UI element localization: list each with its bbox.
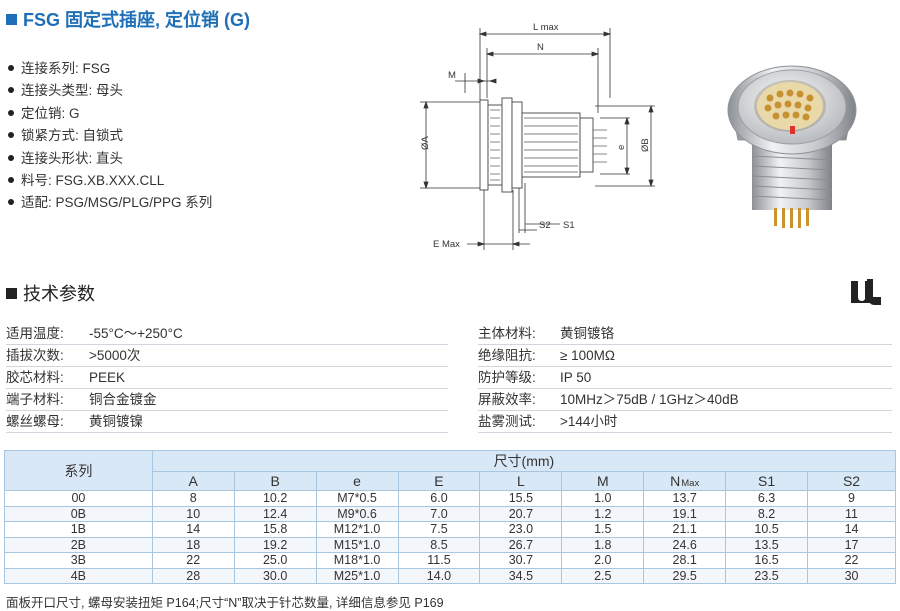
param-row: 盐雾测试:>144小时: [478, 411, 892, 433]
column-header: M: [561, 471, 645, 491]
technical-drawing: L max N M ØA ØB e S2 S1 E Max: [420, 22, 655, 250]
dim-label-m: M: [448, 70, 456, 81]
series-header: 系列: [4, 450, 153, 491]
param-row: 主体材料:黄铜镀铬: [478, 323, 892, 345]
dim-label-emax: E Max: [433, 239, 460, 250]
column-header: S1: [725, 471, 809, 491]
dim-label-oa: ØA: [420, 136, 431, 150]
ul-certification-logo: [851, 279, 881, 305]
param-row: 胶芯材料:PEEK: [6, 367, 448, 389]
dim-label-lmax: L max: [533, 22, 559, 33]
param-row: 屏蔽效率:10MHz＞75dB / 1GHz＞40dB: [478, 389, 892, 411]
column-header: E: [397, 471, 481, 491]
dim-label-s2: S2: [539, 220, 551, 231]
spec-list: 连接系列: FSG 连接头类型: 母头 定位销: G 锁紧方式: 自锁式 连接头…: [6, 58, 212, 215]
dim-label-n: N: [537, 42, 544, 53]
section-square-icon: [6, 288, 17, 299]
connector-photo: [727, 65, 857, 228]
spec-item: 定位销: G: [6, 103, 212, 125]
param-row: 螺丝螺母:黄铜镀镍: [6, 411, 448, 433]
spec-item: 料号: FSG.XB.XXX.CLL: [6, 170, 212, 192]
footnote: 面板开口尺寸, 螺母安装扭矩 P164;尺寸“N”取决于针芯数量, 详细信息参见…: [6, 596, 444, 610]
section-title: 技术参数: [6, 280, 95, 306]
spec-item: 连接系列: FSG: [6, 58, 212, 80]
page-title: FSG 固定式插座, 定位销 (G): [6, 6, 250, 32]
param-row: 适用温度:-55°C～+250°C: [6, 323, 448, 345]
dim-label-s1: S1: [563, 220, 575, 231]
title-square-icon: [6, 14, 17, 25]
column-header: S2: [807, 471, 896, 491]
param-row: 端子材料:铜合金镀金: [6, 389, 448, 411]
page-title-text: FSG 固定式插座, 定位销 (G): [23, 10, 250, 30]
column-header: A: [151, 471, 235, 491]
dim-label-ob: ØB: [640, 138, 651, 152]
size-header: 尺寸(mm): [151, 450, 897, 472]
n-max-suffix: Max: [681, 478, 700, 489]
column-header: B: [233, 471, 317, 491]
bullet-icon: [8, 109, 14, 116]
param-row: 防护等级:IP 50: [478, 367, 892, 389]
spec-item: 连接头形状: 直头: [6, 148, 212, 170]
bullet-icon: [8, 154, 14, 161]
bullet-icon: [8, 176, 14, 183]
bullet-icon: [8, 87, 14, 94]
dim-label-e: e: [616, 145, 627, 150]
bullet-icon: [8, 132, 14, 139]
bullet-icon: [8, 65, 14, 71]
param-row: 绝缘阻抗:≥ 100MΩ: [478, 345, 892, 367]
spec-item: 锁紧方式: 自锁式: [6, 125, 212, 147]
param-row: 插拔次数:>5000次: [6, 345, 448, 367]
column-header: L: [479, 471, 563, 491]
column-header: NMax: [643, 471, 727, 491]
spec-item: 适配: PSG/MSG/PLG/PPG 系列: [6, 192, 212, 214]
column-header: e: [315, 471, 399, 491]
bullet-icon: [8, 199, 14, 206]
spec-item: 连接头类型: 母头: [6, 80, 212, 102]
